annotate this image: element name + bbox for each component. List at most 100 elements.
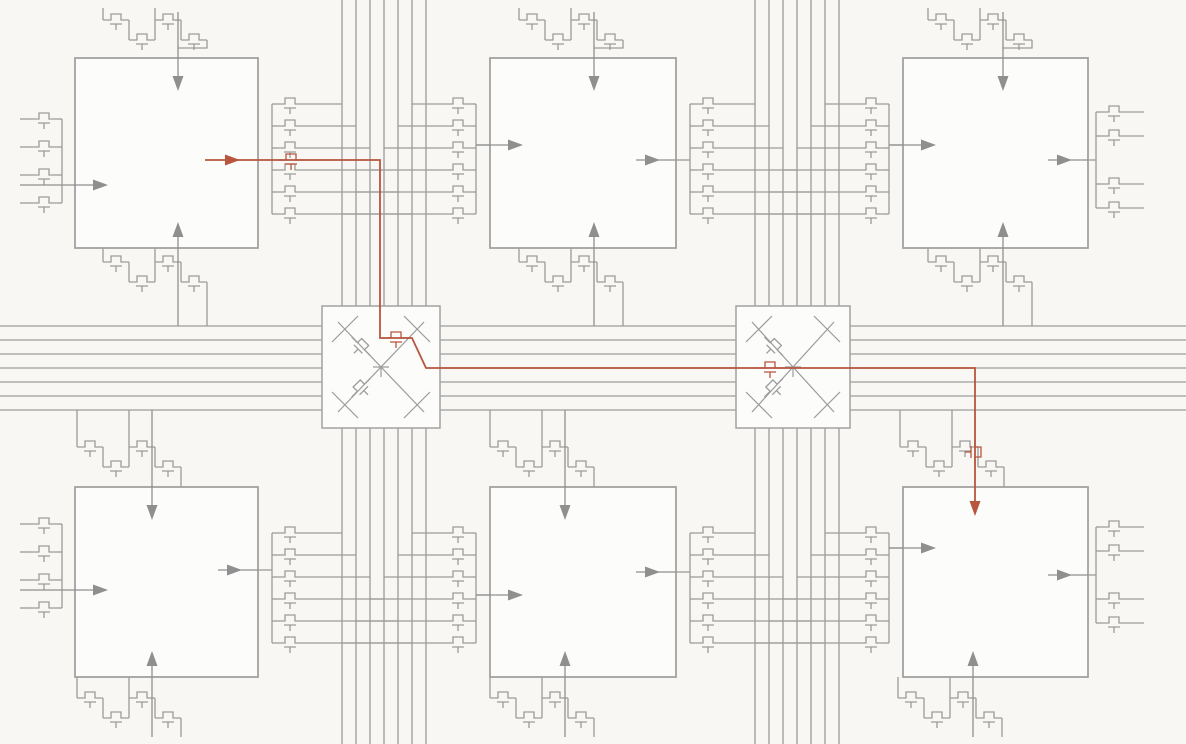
pass-transistor-icon xyxy=(445,207,471,224)
pass-transistor-icon xyxy=(950,691,976,708)
pass-transistor-icon xyxy=(445,548,471,565)
pass-transistor-icon xyxy=(129,440,155,457)
pass-transistor-icon xyxy=(695,207,721,224)
pass-transistor-icon xyxy=(976,711,1002,728)
connection-box-block-top-left xyxy=(20,8,412,326)
switch-box-1 xyxy=(321,305,441,429)
block-bottom-mid xyxy=(489,486,677,678)
routing-wire xyxy=(403,391,431,419)
pass-transistor-icon xyxy=(445,570,471,587)
connection-box-block-top-mid xyxy=(342,8,825,326)
arrow-icon xyxy=(997,222,1009,237)
pass-transistor-icon xyxy=(519,13,545,30)
pass-transistor-icon xyxy=(278,153,304,170)
pass-transistor-icon xyxy=(31,545,57,562)
pass-transistor-icon xyxy=(1101,520,1127,537)
pass-transistor-icon xyxy=(1006,275,1032,292)
pass-transistor-icon xyxy=(542,691,568,708)
pass-transistor-icon xyxy=(1101,201,1127,218)
arrow-icon xyxy=(172,76,184,91)
pass-transistor-icon xyxy=(695,526,721,543)
pin-arrows-block-top-right xyxy=(889,12,1088,326)
pass-transistor-icon xyxy=(858,614,884,631)
pass-transistor-icon xyxy=(277,526,303,543)
arrow-icon xyxy=(227,564,242,576)
pass-transistor-icon xyxy=(445,614,471,631)
arrow-icon xyxy=(588,222,600,237)
pass-transistor-icon xyxy=(103,13,129,30)
pass-transistor-icon xyxy=(31,112,57,129)
pass-transistor-icon xyxy=(445,636,471,653)
block-pin-arrows xyxy=(20,12,1088,737)
pass-transistor-icon xyxy=(695,141,721,158)
block-bottom-left xyxy=(74,486,259,678)
pass-transistor-icon xyxy=(129,33,155,50)
pass-transistor-icon xyxy=(898,691,924,708)
pass-transistor-icon xyxy=(926,460,952,477)
pass-transistor-icon xyxy=(695,185,721,202)
pass-transistor-icon xyxy=(277,614,303,631)
pin-arrows-block-bottom-mid xyxy=(476,410,676,737)
arrow-icon xyxy=(969,501,981,516)
pass-transistor-icon xyxy=(31,168,57,185)
arrow-icon xyxy=(93,179,108,191)
pass-transistor-icon xyxy=(31,140,57,157)
pass-transistor-icon xyxy=(277,636,303,653)
pass-transistor-icon xyxy=(103,255,129,272)
connection-box-block-bottom-left xyxy=(20,410,412,737)
pass-transistor-icon xyxy=(568,460,594,477)
pass-transistor-icon xyxy=(858,636,884,653)
pass-transistor-icon xyxy=(277,97,303,114)
pass-transistor-icon xyxy=(542,440,568,457)
pass-transistor-icon xyxy=(31,601,57,618)
pass-transistor-icon xyxy=(516,711,542,728)
pass-transistor-icon xyxy=(445,592,471,609)
pass-transistor-icon xyxy=(155,711,181,728)
pass-transistor-icon xyxy=(129,691,155,708)
pass-transistor-icon xyxy=(695,570,721,587)
pin-arrows-block-top-mid xyxy=(476,12,676,326)
pass-transistor-icon xyxy=(695,163,721,180)
pass-transistor-icon xyxy=(980,255,1006,272)
pass-transistor-icon xyxy=(31,196,57,213)
pass-transistor-icon xyxy=(695,614,721,631)
logic-block-outline xyxy=(902,486,1089,678)
pass-transistor-icon xyxy=(445,141,471,158)
pass-transistor-icon xyxy=(858,592,884,609)
arrow-icon xyxy=(225,154,240,166)
connection-box-block-top-right xyxy=(755,8,1144,326)
pass-transistor-icon xyxy=(858,119,884,136)
pass-transistor-icon xyxy=(277,119,303,136)
pass-transistor-icon xyxy=(277,548,303,565)
pass-transistor-icon xyxy=(597,275,623,292)
pass-transistor-icon xyxy=(516,460,542,477)
pass-transistor-icon xyxy=(597,33,623,50)
pass-transistor-icon xyxy=(519,255,545,272)
pass-transistor-icon xyxy=(181,275,207,292)
arrow-icon xyxy=(559,505,571,520)
arrow-icon xyxy=(93,584,108,596)
pass-transistor-icon xyxy=(277,570,303,587)
pass-transistor-icon xyxy=(277,185,303,202)
connection-boxes xyxy=(20,8,1144,737)
pass-transistor-icon xyxy=(1101,544,1127,561)
pass-transistor-icon xyxy=(445,163,471,180)
logic-block-outline xyxy=(489,486,677,678)
routing-wire xyxy=(594,40,624,49)
pass-transistor-icon xyxy=(445,185,471,202)
pin-arrows-block-top-left xyxy=(20,12,184,326)
pass-transistor-icon xyxy=(695,592,721,609)
arrow-icon xyxy=(559,651,571,666)
pass-transistor-icon xyxy=(31,517,57,534)
block-top-left xyxy=(74,57,259,249)
pass-transistor-icon xyxy=(965,439,982,465)
pin-arrows-block-bottom-left xyxy=(20,410,258,737)
routing-wire xyxy=(373,366,389,377)
pass-transistor-icon xyxy=(351,336,371,356)
pass-transistor-icon xyxy=(383,331,409,348)
pass-transistor-icon xyxy=(77,691,103,708)
pass-transistor-icon xyxy=(103,460,129,477)
pass-transistor-icon xyxy=(571,255,597,272)
